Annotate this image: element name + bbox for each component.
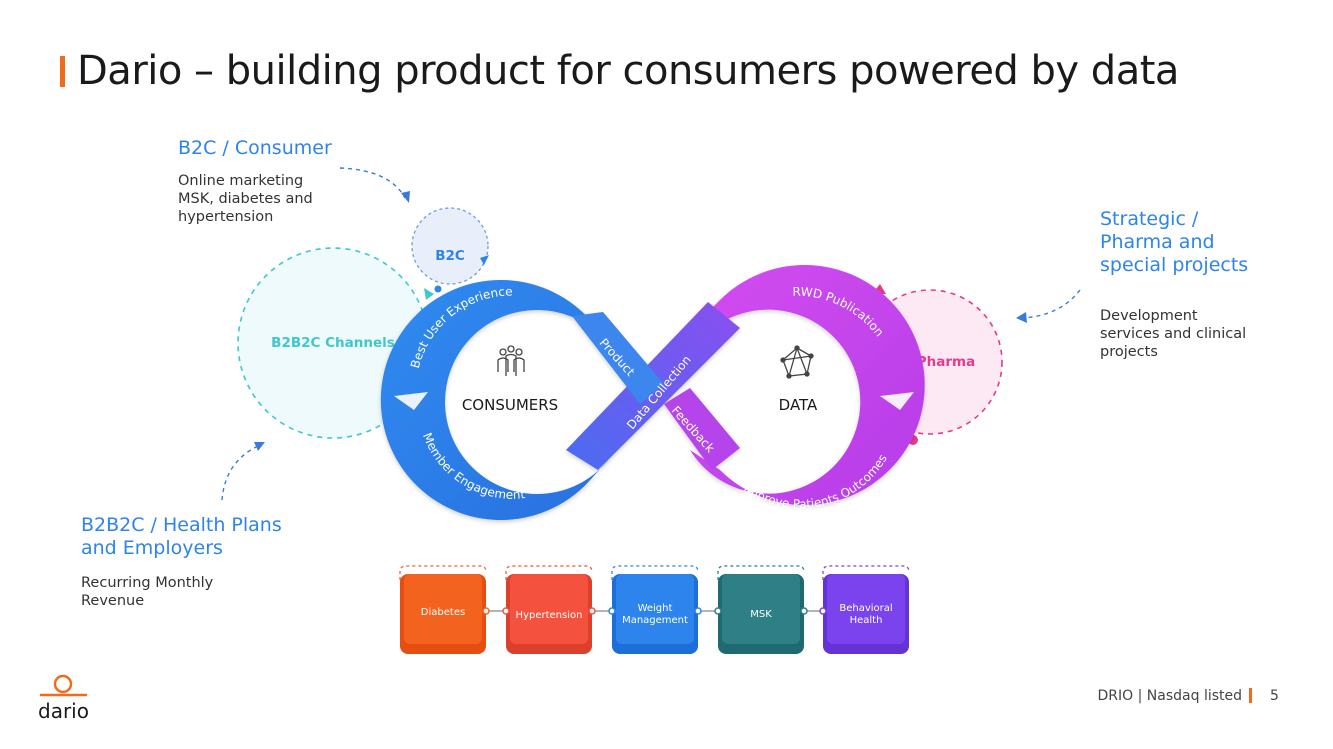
strategic-arrowhead <box>1016 312 1027 323</box>
people-icon <box>497 345 525 376</box>
consumers-loop <box>380 280 620 520</box>
b2c-bubble <box>411 207 489 285</box>
b2b2c-arrowhead <box>254 442 265 451</box>
b2c-arrowhead <box>401 191 410 203</box>
strategic-description: Development services and clinical projec… <box>1100 308 1247 360</box>
program-hypertension: Hypertension <box>505 565 593 654</box>
page-number: 5 <box>1270 688 1279 704</box>
program-hypertension-label: Hypertension <box>516 610 583 621</box>
program-behavioral-label-2: Health <box>850 615 883 626</box>
program-weight-management: Weight Management <box>611 565 699 654</box>
b2b2c-heading: B2B2C / Health Plans and Employers <box>81 514 282 559</box>
b2c-dashed-arrow <box>339 167 406 199</box>
footer-accent-bar <box>1249 688 1252 703</box>
data-label: DATA <box>779 396 818 414</box>
pharma-bubble-label: Pharma <box>917 354 975 370</box>
dario-logo-icon <box>40 674 87 697</box>
b2b2c-bubble-label: B2B2C Channels <box>271 335 395 351</box>
program-behavioral-health: Behavioral Health <box>822 565 910 654</box>
b2c-bubble-label: B2C <box>435 248 465 264</box>
footer-ticker: DRIO | Nasdaq listed <box>1097 688 1242 704</box>
program-msk: MSK <box>717 565 805 654</box>
consumers-label: CONSUMERS <box>462 396 558 414</box>
title-accent-bar <box>60 56 65 87</box>
b2c-heading: B2C / Consumer <box>178 137 332 159</box>
network-icon <box>780 345 814 379</box>
data-loop <box>690 265 925 506</box>
program-weight-label-1: Weight <box>638 603 673 614</box>
program-diabetes-label: Diabetes <box>421 607 465 618</box>
program-weight-label-2: Management <box>622 615 688 626</box>
b2b2c-dashed-arrow <box>221 445 259 501</box>
program-chain: Diabetes Hypertension Weight Management … <box>399 565 910 654</box>
b2c-description: Online marketing MSK, diabetes and hyper… <box>178 173 313 225</box>
strategic-dashed-arrow <box>1021 289 1081 319</box>
b2c-dot <box>434 285 442 293</box>
program-msk-label: MSK <box>750 609 772 620</box>
program-diabetes: Diabetes <box>399 565 487 654</box>
program-behavioral-label-1: Behavioral <box>839 603 892 614</box>
strategic-heading: Strategic / Pharma and special projects <box>1100 208 1249 276</box>
dario-logo-text: dario <box>38 699 89 723</box>
feedback-band <box>664 388 740 470</box>
b2b2c-description: Recurring Monthly Revenue <box>81 575 214 609</box>
page-title: Dario – building product for consumers p… <box>77 48 1179 94</box>
product-band <box>572 312 664 404</box>
